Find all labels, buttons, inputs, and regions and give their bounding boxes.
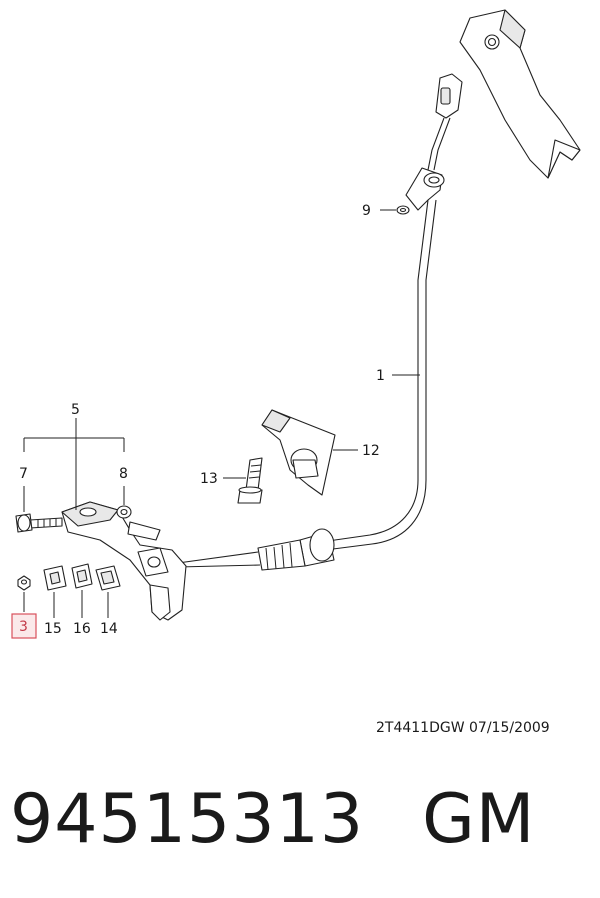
callout-14[interactable]: 14 (100, 621, 118, 637)
part-12-bracket (261, 409, 336, 496)
part-9-nut (396, 205, 410, 215)
part-number-line: 94515313 GM (10, 780, 535, 860)
callout-9[interactable]: 9 (362, 203, 371, 219)
diagram-code: 2T4411DGW 07/15/2009 (376, 720, 550, 736)
part-13-bolt (237, 457, 263, 504)
part-1-cable (299, 199, 437, 554)
cable-adjuster (177, 528, 335, 571)
callout-1[interactable]: 1 (376, 368, 385, 384)
callout-16[interactable]: 16 (73, 621, 91, 637)
callout-3-highlight (11, 613, 37, 639)
part-7-bolt (15, 513, 63, 533)
callout-13[interactable]: 13 (200, 471, 218, 487)
callout-15[interactable]: 15 (44, 621, 62, 637)
callout-3[interactable]: 3 (19, 619, 28, 635)
callout-12[interactable]: 12 (362, 443, 380, 459)
part-8-nut (116, 505, 132, 519)
callout-8[interactable]: 8 (119, 466, 128, 482)
part-14-bushing (95, 565, 121, 591)
brand-name: GM (422, 780, 536, 859)
callout-7[interactable]: 7 (19, 466, 28, 482)
part-16-clip (71, 563, 93, 589)
cable-upper-end (427, 73, 463, 171)
part-5-lever (61, 501, 187, 621)
pedal-bracket (459, 9, 581, 179)
parts-diagram: 9 1 12 13 (11, 9, 581, 639)
cable-grommet (405, 167, 445, 211)
part-15-clip (43, 565, 67, 591)
part-number: 94515313 (10, 780, 365, 859)
callout-5[interactable]: 5 (71, 402, 80, 418)
part-3-nut (17, 575, 31, 591)
